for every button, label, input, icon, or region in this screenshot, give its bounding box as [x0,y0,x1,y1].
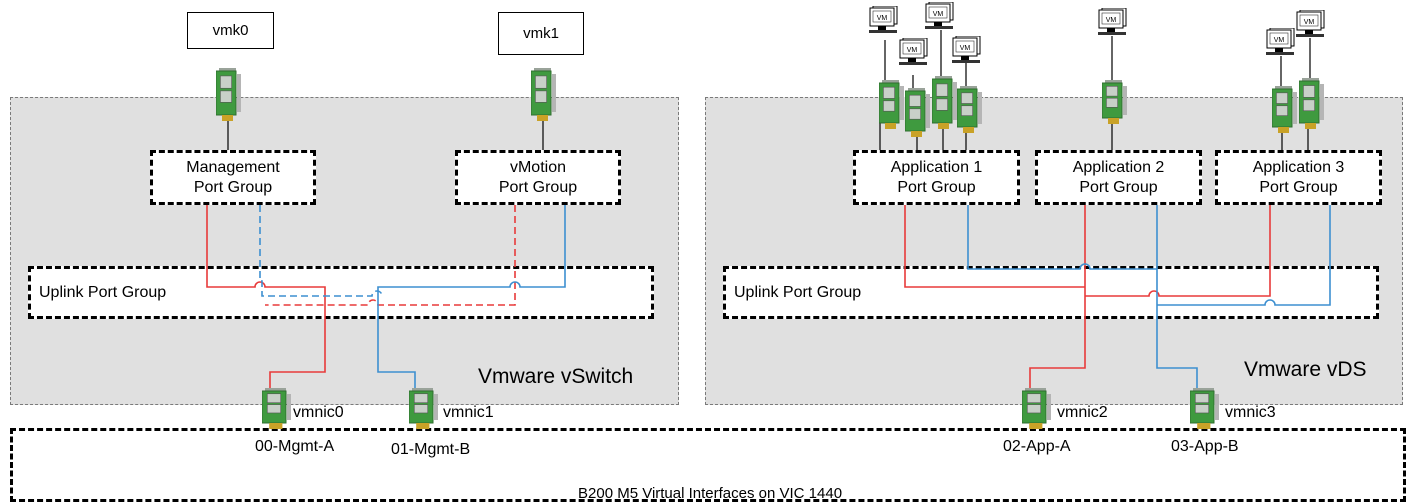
application-2-port-group-label: Application 2 Port Group [1072,158,1165,196]
vm-label: VM [1106,17,1117,24]
vm-monitor-icon-5: VM [1098,8,1127,35]
vnic-00-mgmt-a-label: 00-Mgmt-A [255,438,335,455]
application-1-port-group: Application 1 Port Group [853,150,1020,205]
application-3-port-group: Application 3 Port Group [1215,150,1382,205]
vmnic3-network-card-icon [1190,388,1219,429]
app1-vm-network-card-icon-2 [905,88,930,137]
vm-monitor-icon-7: VM [1296,10,1325,37]
vswitch-region [10,97,679,405]
uplink-label: Uplink Port Group [734,283,862,301]
vmotion-port-group: vMotion Port Group [455,150,621,205]
app1-vm-network-card-icon-1 [879,80,904,129]
vnic-02-app-a-label: 02-App-A [1003,438,1071,455]
management-port-group-label: Management Port Group [186,158,280,196]
app3-vm-network-card-icon-1 [1272,86,1297,133]
vm-monitor-icon-3: VM [899,38,928,65]
app2-vm-network-card-icon [1102,80,1127,124]
vmnic1-label: vmnic1 [443,404,494,421]
vnic-01-mgmt-b-label: 01-Mgmt-B [391,441,471,458]
vmk1-label: vmk1 [523,25,559,42]
vmnic2-network-card-icon [1022,388,1051,429]
management-port-group: Management Port Group [150,150,316,205]
vmnic0-label: vmnic0 [293,404,344,421]
application-1-port-group-label: Application 1 Port Group [890,158,983,196]
app3-vm-network-card-icon-2 [1299,78,1324,129]
uplink-port-group-vds: Uplink Port Group [723,266,1379,319]
app1-vm-network-card-icon-4 [957,86,982,133]
vm-label: VM [933,11,944,18]
uplink-port-group-vswitch: Uplink Port Group [28,266,654,319]
vm-label: VM [1274,37,1285,44]
application-3-port-group-label: Application 3 Port Group [1252,158,1345,196]
vmk1-network-card-icon [531,68,556,121]
vmk0-box: vmk0 [187,12,274,49]
vmk0-label: vmk0 [212,22,249,39]
vmnic2-label: vmnic2 [1057,404,1108,421]
vds-label: Vmware vDS [1244,358,1367,381]
vm-label: VM [877,15,888,22]
vm-monitor-icon-2: VM [925,2,954,29]
vic-1440-box [10,428,1406,502]
app1-vm-network-card-icon-3 [932,76,957,129]
vm-monitor-icon-6: VM [1266,28,1295,55]
vm-label: VM [907,47,918,54]
vnic-03-app-b-label: 03-App-B [1171,438,1239,455]
vmnic3-label: vmnic3 [1225,404,1276,421]
uplink-label: Uplink Port Group [39,283,167,301]
vic-1440-label: B200 M5 Virtual Interfaces on VIC 1440 [578,485,843,502]
vm-monitor-icon-4: VM [952,36,981,63]
vmotion-port-group-label: vMotion Port Group [498,158,578,196]
vm-label: VM [1304,19,1315,26]
vmk1-box: vmk1 [498,12,584,55]
application-2-port-group: Application 2 Port Group [1035,150,1202,205]
vmk0-network-card-icon [216,68,241,121]
vm-label: VM [960,45,971,52]
vswitch-label: Vmware vSwitch [478,365,634,388]
vm-monitor-icon-1: VM [869,6,898,33]
vmnic0-network-card-icon [262,388,291,429]
vmnic1-network-card-icon [409,388,438,429]
